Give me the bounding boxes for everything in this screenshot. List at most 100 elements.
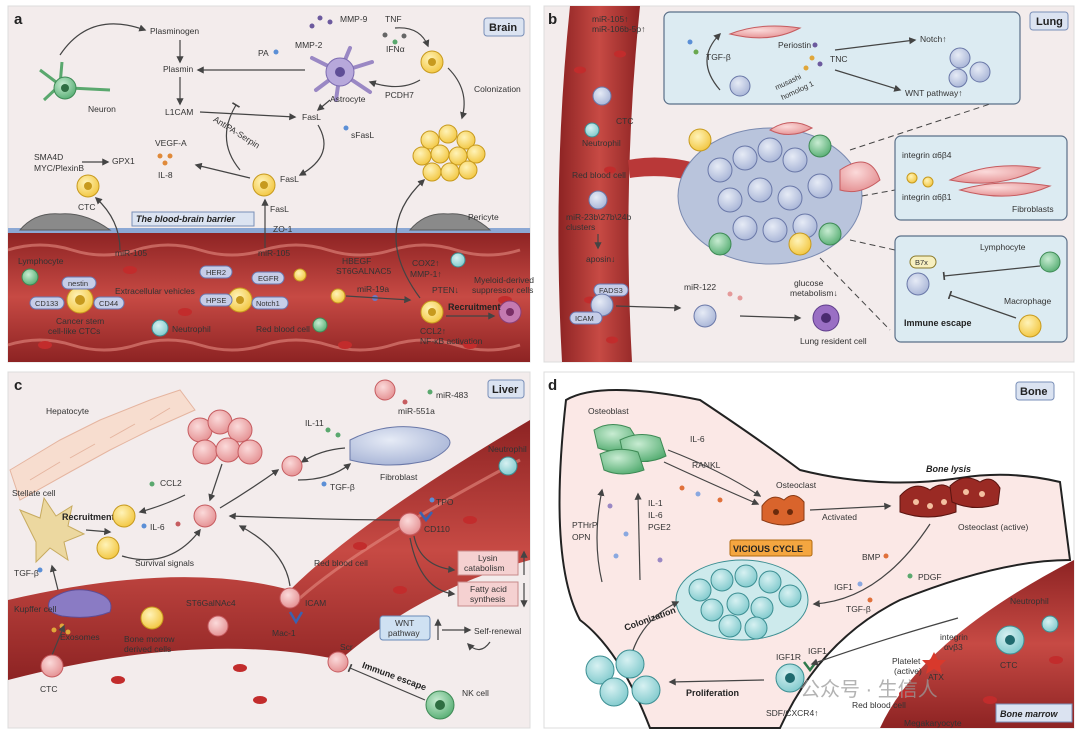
fasl-mid-label: FasL [280,174,299,184]
brain-vessel-wave [7,243,521,257]
notch-lung-label: Notch↑ [920,34,946,44]
fatty-box [457,581,519,607]
vegfa-dots [157,153,173,166]
rankl-arrow [663,461,760,506]
periostin-dot [812,42,818,48]
gpx1-label: GPX1 [112,156,135,166]
liver-cell-center [193,504,217,528]
nk-inhibit-line [347,663,426,701]
bone-dots-top [679,485,723,503]
rankl-label: RANKL [692,460,721,470]
lung-tumor-mass [677,122,881,265]
marrow-box [995,703,1073,723]
platelet-active-label: (active) [894,666,922,676]
mir122-arrow [739,314,802,322]
proliferation-arrow [668,678,765,686]
immune-tumor-cell [906,272,930,296]
il11-label: IL-11 [305,418,324,428]
panel-d: d Bone Osteoblast IL-6 RANKL Osteoclast … [543,371,1075,729]
wnt-lung-label: WNT pathway↑ [905,88,962,98]
ifna-label: IFNα [386,44,405,54]
cd110-receptor [419,511,433,523]
fasl-cell-label: FasL [270,204,289,214]
lysin-label2: catabolism [464,563,505,573]
lung-dash-low [849,239,896,251]
lysis-label: Bone lysis [926,464,971,474]
cd110-label: CD110 [424,524,450,534]
pericyte-right [408,213,492,231]
bmp-dot [883,553,889,559]
osteoclast-active [899,477,1001,518]
lymphocyte-brain-2 [312,317,328,333]
tgfb-bone-label: TGF-β [846,604,871,614]
survival-label: Survival signals [135,558,194,568]
osteoclast-active-label: Osteoclast (active) [958,522,1029,532]
integrin-b1-label: integrin α6β1 [902,192,952,202]
bone-organ-label: Bone [1020,386,1048,398]
liver-organ-badge [487,379,525,399]
hbegf-label: HBEGF [342,256,371,266]
macrophage-label: Macrophage [1004,296,1052,306]
osteoclast-label: Osteoclast [776,480,817,490]
bone-vessel [880,560,1074,728]
tumor-to-center-arrow [208,463,223,502]
icam-up-arrow [238,525,291,587]
tnf-arrow [394,27,430,48]
hepatocyte-strip [9,389,196,501]
sdf-label: SDF/CXCR4↑ [766,708,818,718]
neuron-cell [39,61,111,102]
mir105-b-label: miR-105 [258,248,290,258]
astrocyte-label: Astrocyte [330,94,366,104]
fads3-label: FADS3 [599,286,623,295]
liver-cell-top [374,379,396,401]
mir122-dots [727,291,743,301]
il1-label: IL-1 [648,498,663,508]
fibroblast-lung-top [728,25,802,39]
recruitment-liver-label: Recruitment [62,512,115,522]
cell-to-fibroblast-arrow [297,463,352,481]
ctc-ev [293,268,307,282]
scr-label: Scr [340,642,353,652]
mir105-lung-label: miR-105↑ [592,14,628,24]
neuron-label: Neuron [88,104,116,114]
cd44-box [93,296,125,310]
recruited-cell-liver [112,504,136,528]
recruited-cell-liver-2 [96,536,120,560]
brain-organ-badge [483,17,525,37]
survival-arrow [121,528,201,561]
osteoblast-to-osteoclast-arrow [667,449,762,497]
vicious-label: VICIOUS CYCLE [733,544,803,554]
aposin-label: aposin↓ [586,254,615,264]
lung-box-cells [729,47,991,97]
mir106-lung-label: miR-106b-5p↑ [592,24,645,34]
recruitment-label-a: Recruitment [448,302,501,312]
il1-dot [623,531,629,537]
ctc-scr [327,651,349,673]
nfkb-label: NF-κB activation [420,336,483,346]
igf1-label: IGF1 [834,582,853,592]
recruitment-liver-arrow [85,527,112,536]
pthrp-dot [607,503,613,509]
fasl-to-vegfa-arrow [194,162,251,179]
ctc-cd110 [398,512,422,536]
il6-dot-liver [175,521,181,527]
tpo-dot [429,497,435,503]
lung-dash-bottom [819,257,891,331]
ctc-lung-label: CTC [616,116,633,126]
wnt-box [379,615,431,641]
icam-liver-label: ICAM [305,598,326,608]
cd110-to-lysin-arrow [413,535,456,573]
marrow-label: Bone marrow [1000,709,1059,719]
rbc-lung-label: Red blood cell [572,170,626,180]
rbc-liver-label: Red blood cell [314,558,368,568]
fibroblasts-label: Fibroblasts [1012,204,1054,214]
st6-liver-label: ST6GalNAc4 [186,598,236,608]
ctc-brain-top [420,50,444,74]
integrin-cells [906,165,1052,197]
panel-a: a Brain Neuron Plasminogen Plasmin L1CAM… [7,5,534,363]
hpse-box [199,293,233,307]
kupffer-label: Kupffer cell [14,604,56,614]
mmp1-label: MMP-1↑ [410,269,442,279]
mac1-label: Mac-1 [272,628,296,638]
pdgf-dot [907,573,913,579]
